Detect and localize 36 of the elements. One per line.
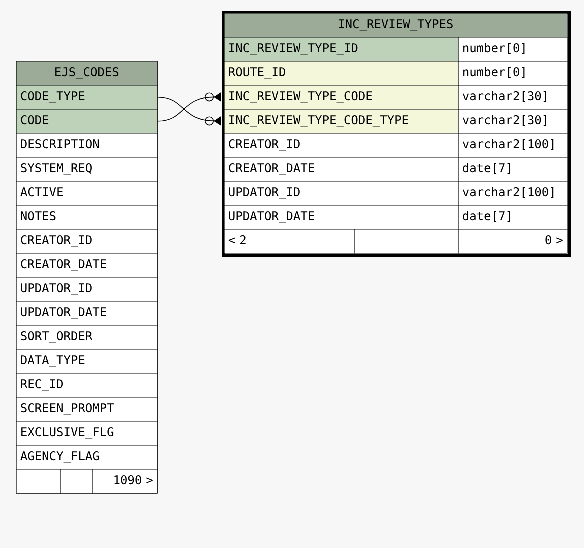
column-cell: INC_REVIEW_TYPE_ID xyxy=(224,37,459,62)
column-cell: INC_REVIEW_TYPE_CODE_TYPE xyxy=(224,109,459,134)
footer-cell: 0 > xyxy=(458,229,568,254)
relationship-line xyxy=(157,97,221,126)
column-cell: DESCRIPTION xyxy=(16,133,158,158)
footer-cell: < 2 xyxy=(224,229,355,254)
column-cell: DATA_TYPE xyxy=(16,349,158,374)
type-cell: varchar2[30] xyxy=(458,85,568,110)
footer-cell xyxy=(354,229,459,254)
type-cell: number[0] xyxy=(458,37,568,62)
footer-cell xyxy=(16,469,61,494)
type-cell: varchar2[100] xyxy=(458,181,568,206)
column-cell: SORT_ORDER xyxy=(16,325,158,350)
column-cell: CREATOR_DATE xyxy=(16,253,158,278)
column-cell: CREATOR_ID xyxy=(16,229,158,254)
footer-cell xyxy=(60,469,93,494)
column-cell: ROUTE_ID xyxy=(224,61,459,86)
column-cell: EXCLUSIVE_FLG xyxy=(16,421,158,446)
column-cell: SCREEN_PROMPT xyxy=(16,397,158,422)
column-cell: CODE_TYPE xyxy=(16,85,158,110)
column-cell: SYSTEM_REQ xyxy=(16,157,158,182)
type-cell: varchar2[30] xyxy=(458,109,568,134)
type-cell: number[0] xyxy=(458,61,568,86)
column-cell: UPDATOR_ID xyxy=(16,277,158,302)
table-title: EJS_CODES xyxy=(16,61,158,86)
column-cell: NOTES xyxy=(16,205,158,230)
column-cell: REC_ID xyxy=(16,373,158,398)
column-cell: UPDATOR_DATE xyxy=(16,301,158,326)
column-cell: CODE xyxy=(16,109,158,134)
type-cell: date[7] xyxy=(458,205,568,230)
column-cell: INC_REVIEW_TYPE_CODE xyxy=(224,85,459,110)
type-cell: varchar2[100] xyxy=(458,133,568,158)
relationship-line xyxy=(157,92,221,122)
type-cell: date[7] xyxy=(458,157,568,182)
table-title: INC_REVIEW_TYPES xyxy=(224,13,568,38)
column-cell: ACTIVE xyxy=(16,181,158,206)
